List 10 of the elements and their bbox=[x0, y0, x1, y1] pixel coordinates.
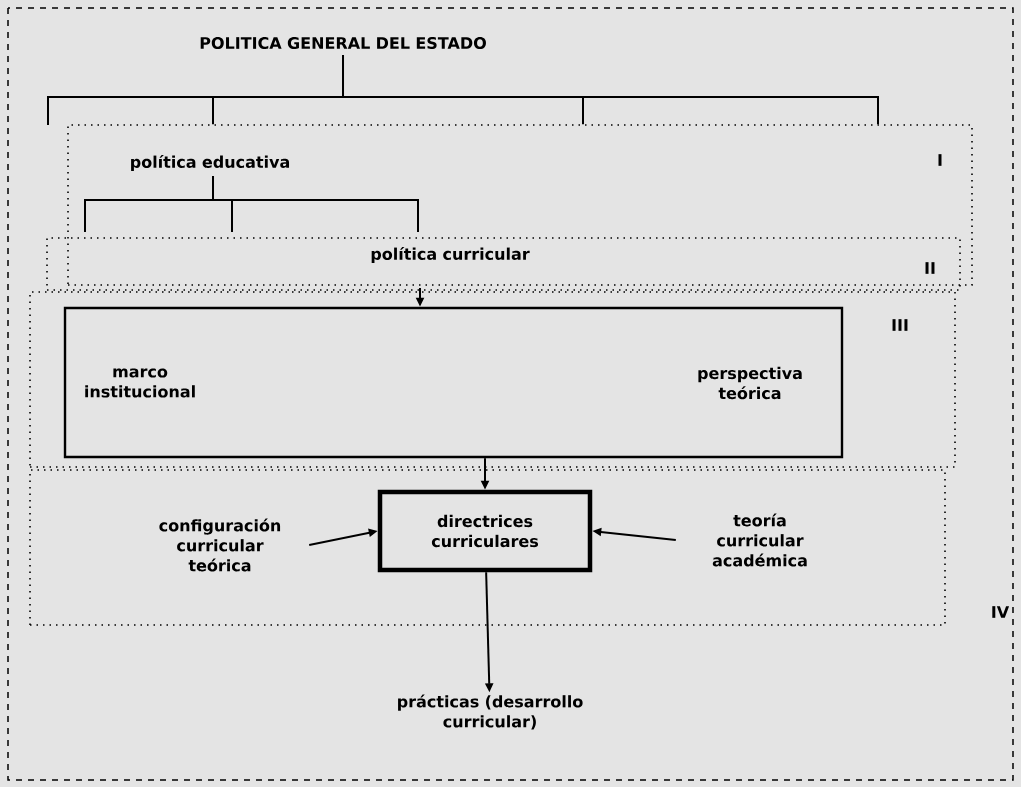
bracket-line bbox=[342, 54, 879, 126]
bare-text: teoría curricular académica bbox=[712, 513, 807, 567]
node-label: IV bbox=[992, 606, 1010, 618]
bracket-line bbox=[212, 175, 419, 233]
bare-text: configuración curricular teórica bbox=[159, 518, 281, 572]
process-box: marco institucional perspectiva teórica bbox=[63, 306, 844, 459]
bare-text: POLITICA GENERAL DEL ESTADO bbox=[200, 36, 486, 50]
dotted-band: política curricular II bbox=[46, 237, 961, 291]
bare-text: prácticas (desarrollo curricular) bbox=[398, 694, 583, 730]
process-box: directrices curriculares bbox=[377, 489, 593, 573]
